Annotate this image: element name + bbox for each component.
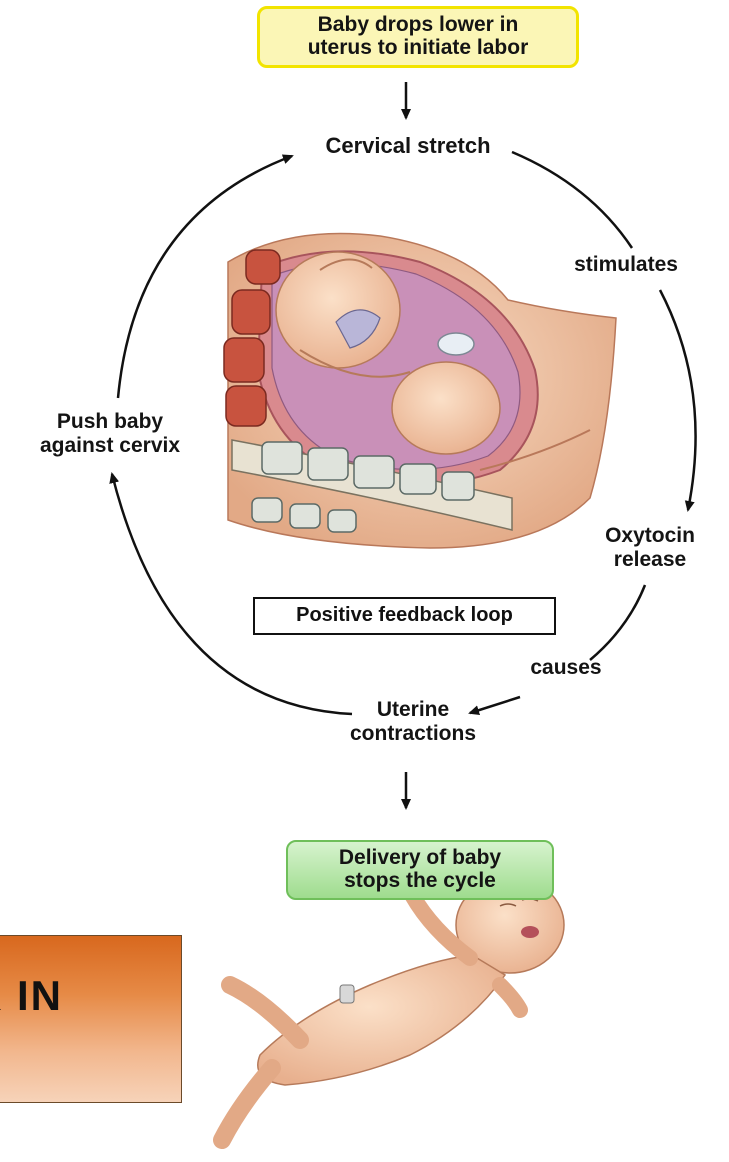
cervical-stretch-label: Cervical stretch — [300, 134, 516, 158]
stimulates-label: stimulates — [556, 253, 696, 277]
push-baby-label: Push baby against cervix — [14, 410, 206, 458]
start-node: Baby drops lower in uterus to initiate l… — [257, 6, 579, 68]
uterine-line-1: Uterine — [346, 698, 480, 722]
oxytocin-line-2: release — [594, 548, 706, 572]
pregnant-uterus-illustration — [224, 233, 616, 548]
oxytocin-line-1: Oxytocin — [594, 524, 706, 548]
orange-banner: K IN — [0, 935, 182, 1103]
start-line-2: uterus to initiate labor — [272, 36, 564, 59]
end-line-1: Delivery of baby — [300, 846, 540, 869]
start-line-1: Baby drops lower in — [272, 13, 564, 36]
oxytocin-release-label: Oxytocin release — [594, 524, 706, 572]
causes-label: causes — [516, 656, 616, 680]
uterine-contractions-label: Uterine contractions — [346, 698, 480, 746]
push-line-2: against cervix — [14, 434, 206, 458]
end-line-2: stops the cycle — [300, 869, 540, 892]
push-line-1: Push baby — [14, 410, 206, 434]
end-node: Delivery of baby stops the cycle — [286, 840, 554, 900]
positive-feedback-loop-label: Positive feedback loop — [253, 597, 556, 635]
newborn-baby-illustration — [222, 877, 564, 1140]
arrow-oxytocin-to-causes — [590, 585, 645, 660]
banner-text: K IN — [0, 972, 63, 1020]
uterine-line-2: contractions — [346, 722, 480, 746]
